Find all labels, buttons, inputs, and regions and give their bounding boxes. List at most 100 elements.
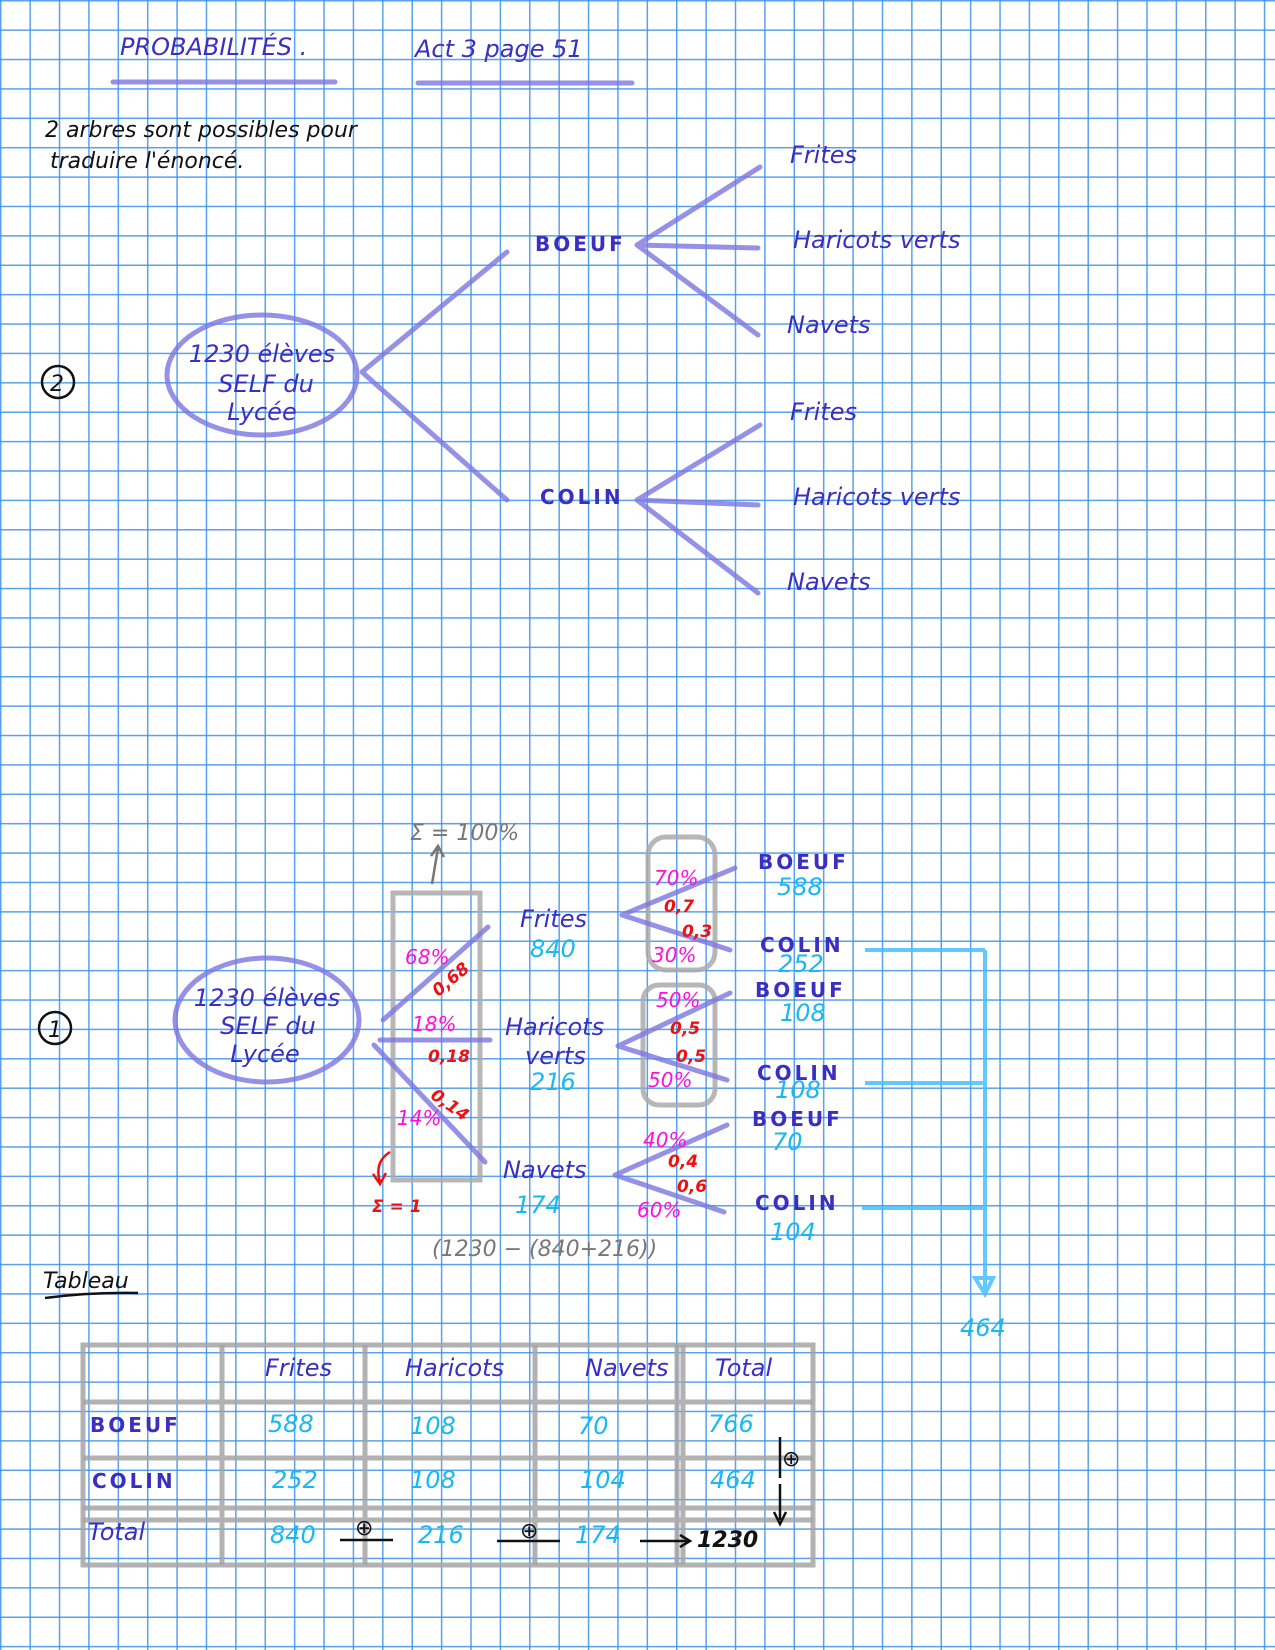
- percent-label: 18%: [412, 1012, 456, 1036]
- percent-label: 70%: [654, 866, 698, 890]
- leaf-count: 108: [775, 1076, 821, 1104]
- column-header: Total: [715, 1354, 772, 1382]
- tree-1: 1 1230 élèves SELF du Lycée Σ = 100% 68%…: [37, 821, 1006, 1342]
- leaf-label: Frites: [790, 141, 857, 169]
- tree-marker: 2: [50, 372, 64, 397]
- root-ellipse: [172, 955, 362, 1085]
- table-title: Tableau: [43, 1269, 129, 1294]
- tree-marker: 1: [48, 1018, 62, 1043]
- sum-box: [390, 890, 483, 1183]
- plus-sign: ⊕: [355, 1516, 373, 1541]
- arrow-down-icon: [772, 1437, 788, 1527]
- percent-label: 68%: [405, 945, 449, 969]
- arrow-right-icon: [640, 1533, 693, 1549]
- branch-lines: [634, 164, 763, 338]
- node-boeuf: BOEUF: [535, 232, 626, 256]
- leaf-colin: COLIN: [757, 1061, 841, 1085]
- tree-2: 2 1230 élèves SELF du Lycée BOEUF COLIN …: [40, 141, 960, 596]
- table-gridlines: [83, 1345, 813, 1565]
- leaf-count: 108: [780, 999, 826, 1027]
- leaf-label: Haricots verts: [793, 483, 960, 511]
- table-cell: 216: [418, 1521, 464, 1549]
- group-box: [640, 982, 718, 1108]
- plus-sign: ⊕: [782, 1447, 800, 1472]
- root-ellipse: [164, 312, 360, 438]
- table-cell: 174: [575, 1521, 621, 1549]
- prob-label: 0,5: [676, 1047, 706, 1067]
- leaf-label: Navets: [787, 568, 871, 596]
- leaf-boeuf: BOEUF: [752, 1107, 843, 1131]
- leaf-count: 70: [772, 1128, 803, 1156]
- colin-total: 464: [960, 1314, 1006, 1342]
- summary-table: Tableau Frites Haricots Navets Total BOE…: [43, 1269, 816, 1568]
- leaf-colin: COLIN: [755, 1191, 839, 1215]
- percent-label: 30%: [652, 943, 696, 967]
- leaf-label: Haricots verts: [793, 226, 960, 254]
- table-cell: 108: [410, 1412, 456, 1440]
- leaf-count: 252: [778, 950, 824, 978]
- level1-label: Haricots: [505, 1013, 604, 1041]
- table-cell: 766: [708, 1410, 754, 1438]
- node-colin: COLIN: [540, 485, 624, 509]
- level1-count: 174: [515, 1191, 561, 1219]
- marker-circle: [40, 364, 76, 400]
- intro-line-1: 2 arbres sont possibles pour: [45, 118, 359, 143]
- grand-total: 1230: [697, 1528, 758, 1553]
- colin-sum-bracket: [862, 948, 997, 1299]
- row-header: BOEUF: [90, 1413, 181, 1437]
- title-underline: [44, 1291, 139, 1300]
- root-label: Lycée: [230, 1040, 299, 1068]
- table-cell: 70: [578, 1412, 609, 1440]
- prob-label: 0,4: [668, 1152, 698, 1172]
- sum-one-note: Σ = 1: [372, 1197, 422, 1217]
- root-label: SELF du: [218, 370, 314, 398]
- column-header: Haricots: [405, 1354, 504, 1382]
- page-title: PROBABILITÉS .: [120, 32, 307, 61]
- level1-label: Frites: [520, 905, 587, 933]
- root-label: 1230 élèves: [194, 984, 340, 1012]
- row-header: COLIN: [92, 1469, 176, 1493]
- intro-line-2: traduire l'énoncé.: [50, 149, 244, 174]
- leaf-label: Frites: [790, 398, 857, 426]
- root-label: Lycée: [227, 398, 296, 426]
- leaf-boeuf: BOEUF: [755, 978, 846, 1002]
- prob-label: 0,18: [428, 1047, 470, 1067]
- prob-label: 0,7: [664, 897, 694, 917]
- prob-label: 0,3: [682, 922, 712, 942]
- prob-label: 0,6: [677, 1177, 707, 1197]
- branch-lines: [634, 422, 763, 596]
- arrow-up-icon: [429, 843, 446, 885]
- table-cell: 588: [268, 1410, 314, 1438]
- curved-arrow-icon: [371, 1150, 391, 1187]
- leaf-label: Navets: [787, 311, 871, 339]
- root-label: SELF du: [220, 1012, 316, 1040]
- branch-lines: [359, 249, 510, 503]
- branch-lines: [371, 924, 493, 1165]
- percent-label: 40%: [643, 1128, 687, 1152]
- table-cell: 252: [272, 1466, 318, 1494]
- column-header: Navets: [585, 1354, 669, 1382]
- level1-count: 840: [530, 935, 576, 963]
- calc-note: (1230 − (840+216)): [432, 1237, 657, 1262]
- table-border: [80, 1342, 816, 1568]
- branch-lines: [612, 1122, 730, 1215]
- table-cell: 108: [410, 1466, 456, 1494]
- level1-label: verts: [525, 1042, 586, 1070]
- table-cell: 464: [710, 1466, 756, 1494]
- level1-count: 216: [530, 1068, 576, 1096]
- percent-label: 50%: [648, 1068, 692, 1092]
- sum-percent-note: Σ = 100%: [410, 821, 519, 846]
- branch-lines: [619, 865, 738, 953]
- column-header: Frites: [265, 1354, 332, 1382]
- table-cell: 104: [580, 1466, 626, 1494]
- percent-label: 60%: [637, 1198, 681, 1222]
- leaf-count: 104: [770, 1218, 816, 1246]
- page-reference: Act 3 page 51: [413, 35, 583, 63]
- percent-label: 50%: [656, 988, 700, 1012]
- branch-lines: [615, 990, 733, 1083]
- row-header: Total: [88, 1518, 145, 1546]
- percent-label: 14%: [397, 1106, 441, 1130]
- leaf-colin: COLIN: [760, 933, 844, 957]
- prob-label: 0,5: [670, 1019, 700, 1039]
